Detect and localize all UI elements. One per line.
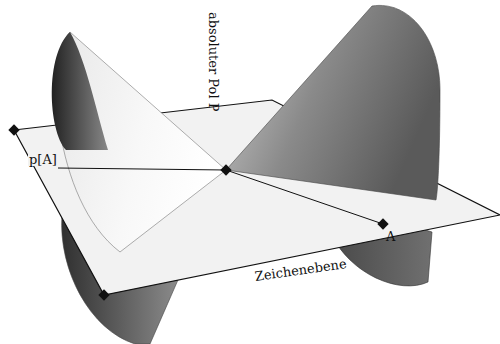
pole-label: absoluter Pol P: [207, 12, 220, 111]
upper-right-nappe: [226, 5, 440, 200]
point: [377, 218, 388, 229]
left-opening: [52, 32, 108, 150]
point-label: A: [386, 230, 395, 243]
ray-line: [226, 170, 383, 224]
point: [8, 124, 19, 135]
point-label: p[A]: [28, 153, 58, 166]
point: [98, 289, 109, 300]
points: [8, 124, 388, 300]
point: [220, 164, 231, 175]
polar-line: [58, 168, 226, 170]
